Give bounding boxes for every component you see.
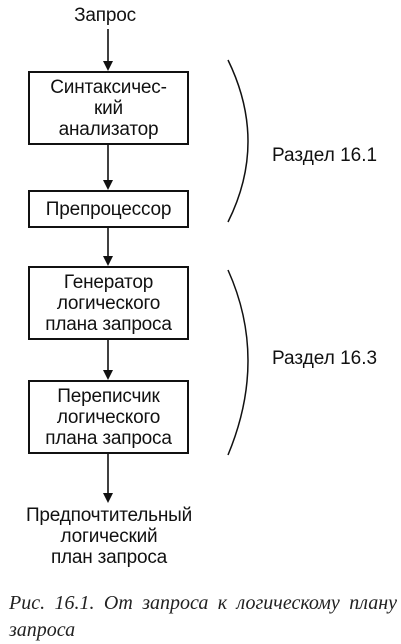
section-label-16-1: Раздел 16.1 — [272, 145, 378, 166]
section-label-16-3: Раздел 16.3 — [272, 348, 378, 369]
bracket-section-16-3 — [227, 269, 249, 456]
bracket-section-16-1 — [227, 59, 249, 223]
box-preprocessor: Препроцессор — [28, 190, 189, 228]
box-plan-rewriter: Переписчик логического плана запроса — [28, 380, 189, 454]
box-plan-generator-label: Генератор логического плана запроса — [45, 271, 172, 335]
output-label: Предпочтительный логический план запроса — [25, 505, 193, 568]
box-preprocessor-label: Препроцессор — [45, 198, 172, 220]
figure-caption: Рис. 16.1. От запроса к логическому план… — [9, 592, 397, 641]
box-plan-generator: Генератор логического плана запроса — [28, 266, 189, 340]
input-label: Запрос — [74, 5, 136, 26]
box-parser: Синтаксичес- кий анализатор — [28, 71, 189, 145]
box-plan-rewriter-label: Переписчик логического плана запроса — [45, 385, 172, 449]
box-parser-label: Синтаксичес- кий анализатор — [50, 76, 167, 140]
